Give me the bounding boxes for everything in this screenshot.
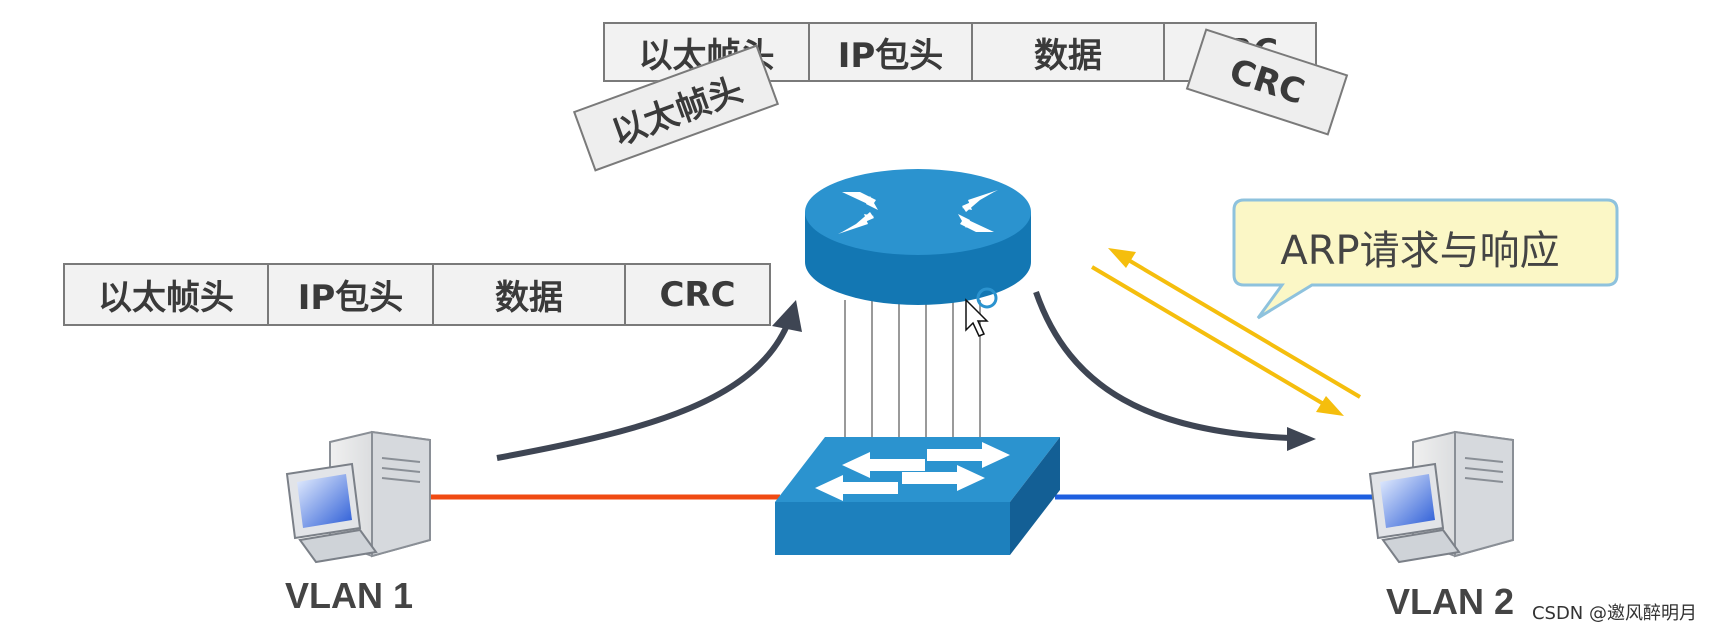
frame-top-data-cell: 数据 — [973, 24, 1165, 80]
csdn-watermark: CSDN @邀风醉明月 — [1531, 603, 1697, 624]
frame-left-header-cell: 以太帧头 — [65, 265, 269, 324]
vlan1-label: VLAN 1 — [285, 575, 414, 616]
frame-left-ip-cell: IP包头 — [269, 265, 434, 324]
router-icon — [805, 169, 1031, 305]
frame-top-ip-cell: IP包头 — [810, 24, 973, 80]
ethernet-frame-left: 以太帧头 IP包头 数据 CRC — [63, 263, 771, 326]
flow-arrowhead-down — [1287, 427, 1316, 451]
flow-arrowhead-up — [772, 300, 802, 332]
frame-left-data-cell: 数据 — [434, 265, 626, 324]
flow-arrow-down — [1033, 291, 1291, 441]
trunk-lines — [844, 300, 981, 440]
arp-callout-text: ARP请求与响应 — [1280, 228, 1560, 274]
arp-callout-bubble — [1232, 198, 1619, 320]
arp-arrows — [1090, 248, 1362, 416]
switch-icon — [775, 437, 1060, 555]
vlan2-label: VLAN 2 — [1386, 581, 1515, 622]
frame-left-crc-cell: CRC — [659, 274, 736, 315]
mouse-cursor-icon — [965, 287, 998, 337]
host-computer-vlan2-icon — [1368, 430, 1514, 564]
flow-arrow-up — [496, 316, 793, 461]
host-computer-vlan1-icon — [285, 430, 431, 564]
